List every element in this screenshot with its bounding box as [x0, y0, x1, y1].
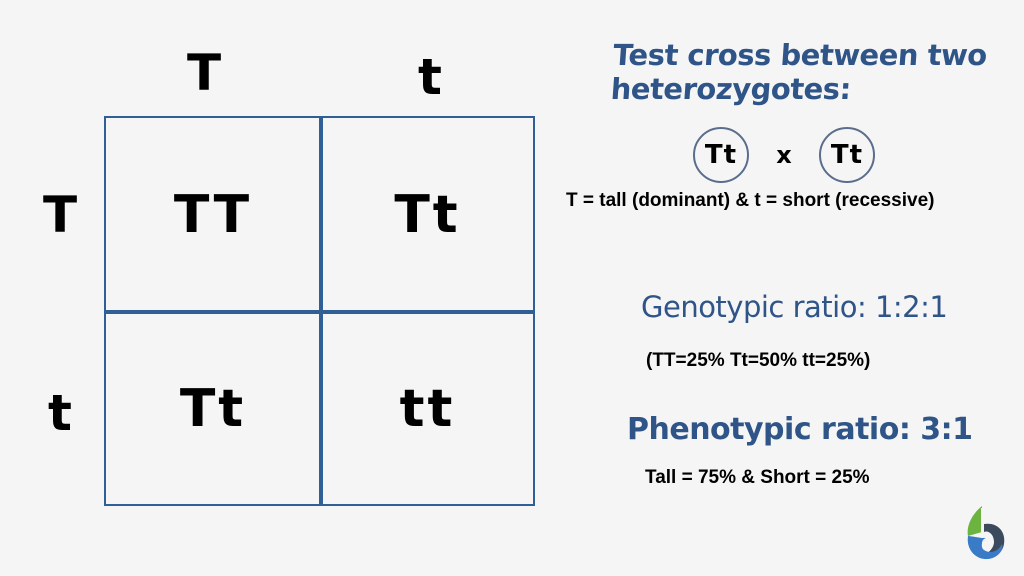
genotypic-ratio-values: (TT=25% Tt=50% tt=25%): [646, 350, 871, 371]
parent-1-genotype: Tt: [693, 127, 749, 183]
diagram-title: Test cross between two heterozygotes:: [610, 38, 988, 106]
row-allele-1: T: [42, 186, 78, 244]
cross-operator: x: [776, 141, 792, 169]
allele-legend: T = tall (dominant) & t = short (recessi…: [566, 190, 935, 211]
b-leaf-logo-icon: [960, 502, 1010, 562]
grid-horizontal-divider: [104, 310, 535, 314]
title-line-1: Test cross between two: [612, 38, 988, 72]
title-line-2: heterozygotes:: [609, 72, 852, 106]
row-allele-2: t: [48, 384, 72, 442]
phenotypic-ratio-title: Phenotypic ratio: 3:1: [627, 412, 973, 447]
parent-cross: Tt x Tt: [693, 127, 875, 183]
cell-Tt-top-right: Tt: [394, 185, 461, 245]
parent-2-genotype: Tt: [819, 127, 875, 183]
column-allele-2: t: [418, 48, 442, 106]
cell-Tt-bottom-left: Tt: [179, 379, 247, 439]
cell-TT: TT: [173, 185, 253, 245]
cell-tt: tt: [399, 379, 456, 439]
phenotypic-ratio-values: Tall = 75% & Short = 25%: [645, 467, 870, 488]
genotypic-ratio-title: Genotypic ratio: 1:2:1: [641, 290, 948, 324]
column-allele-1: T: [186, 44, 222, 102]
punnett-square-grid: TT Tt Tt tt: [104, 116, 535, 506]
